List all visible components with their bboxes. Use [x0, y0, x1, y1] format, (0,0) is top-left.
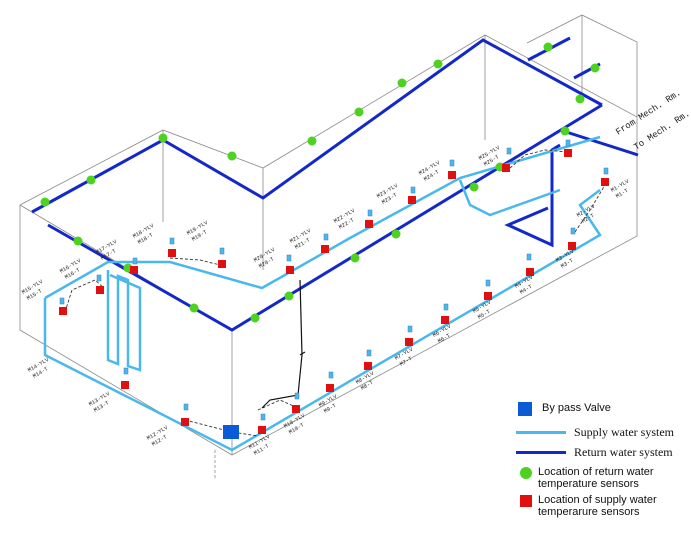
supply-line-icon — [516, 431, 566, 434]
return-sensor — [86, 175, 96, 185]
return-sensors — [40, 42, 600, 323]
legend-return-row: Return water system — [516, 446, 673, 458]
legend-bypass-row: By pass Valve — [516, 402, 611, 416]
supply-sensor — [181, 418, 189, 426]
supply-sensor — [326, 384, 334, 392]
legend-supply-sensor-label: Location of supply water temperarure sen… — [538, 494, 657, 518]
return-sensor — [469, 182, 479, 192]
legend-supply-sensor-row: Location of supply water temperarure sen… — [516, 494, 691, 518]
legend-return-sensor-row: Location of return water temperature sen… — [516, 466, 691, 490]
supply-sensor — [364, 362, 372, 370]
bypass-valve-icon — [518, 402, 532, 416]
legend-supply-label: Supply water system — [574, 425, 674, 439]
return-sensor — [560, 126, 570, 136]
supply-sensor — [564, 149, 572, 157]
supply-sensor — [484, 292, 492, 300]
return-sensor — [397, 78, 407, 88]
supply-sensor — [168, 249, 176, 257]
return-sensor — [433, 59, 443, 69]
return-sensor — [543, 42, 553, 52]
return-sensor — [391, 229, 401, 239]
return-sensor — [227, 151, 237, 161]
return-sensor — [250, 313, 260, 323]
return-sensor — [307, 136, 317, 146]
supply-sensor — [96, 286, 104, 294]
legend-supply-row: Supply water system — [516, 426, 674, 438]
supply-sensor — [286, 266, 294, 274]
legend-return-label: Return water system — [574, 445, 673, 459]
supply-sensor — [601, 178, 609, 186]
return-sensor — [590, 63, 600, 73]
return-sensor — [158, 133, 168, 143]
supply-sensor-icon — [520, 495, 532, 507]
bypass-valve — [223, 425, 239, 439]
return-water-pipes — [31, 36, 639, 332]
return-sensor — [575, 94, 585, 104]
legend-bypass-label: By pass Valve — [542, 402, 611, 414]
return-line-icon — [516, 451, 566, 454]
supply-sensor — [121, 381, 129, 389]
legend-return-sensor-label: Location of return water temperature sen… — [538, 466, 654, 490]
supply-sensor — [448, 171, 456, 179]
return-sensor — [73, 236, 83, 246]
return-sensor — [40, 197, 50, 207]
from-mech-room-label: From Mech. Rm. — [614, 88, 683, 138]
supply-sensor — [292, 405, 300, 413]
return-sensor — [284, 291, 294, 301]
supply-sensor — [365, 220, 373, 228]
supply-sensor — [441, 316, 449, 324]
return-sensor — [189, 303, 199, 313]
supply-sensor — [130, 266, 138, 274]
supply-sensor — [568, 242, 576, 250]
supply-sensor — [218, 260, 226, 268]
return-sensor-icon — [520, 467, 532, 479]
supply-sensor — [405, 338, 413, 346]
supply-sensor — [59, 307, 67, 315]
supply-water-pipes — [43, 135, 602, 452]
supply-sensor — [408, 196, 416, 204]
supply-sensor — [321, 245, 329, 253]
supply-sensor — [526, 268, 534, 276]
supply-sensor — [258, 426, 266, 434]
supply-sensors — [59, 149, 609, 434]
supply-sensor — [502, 164, 510, 172]
return-sensor — [350, 253, 360, 263]
return-sensor — [354, 107, 364, 117]
terminal-valves — [59, 139, 609, 421]
